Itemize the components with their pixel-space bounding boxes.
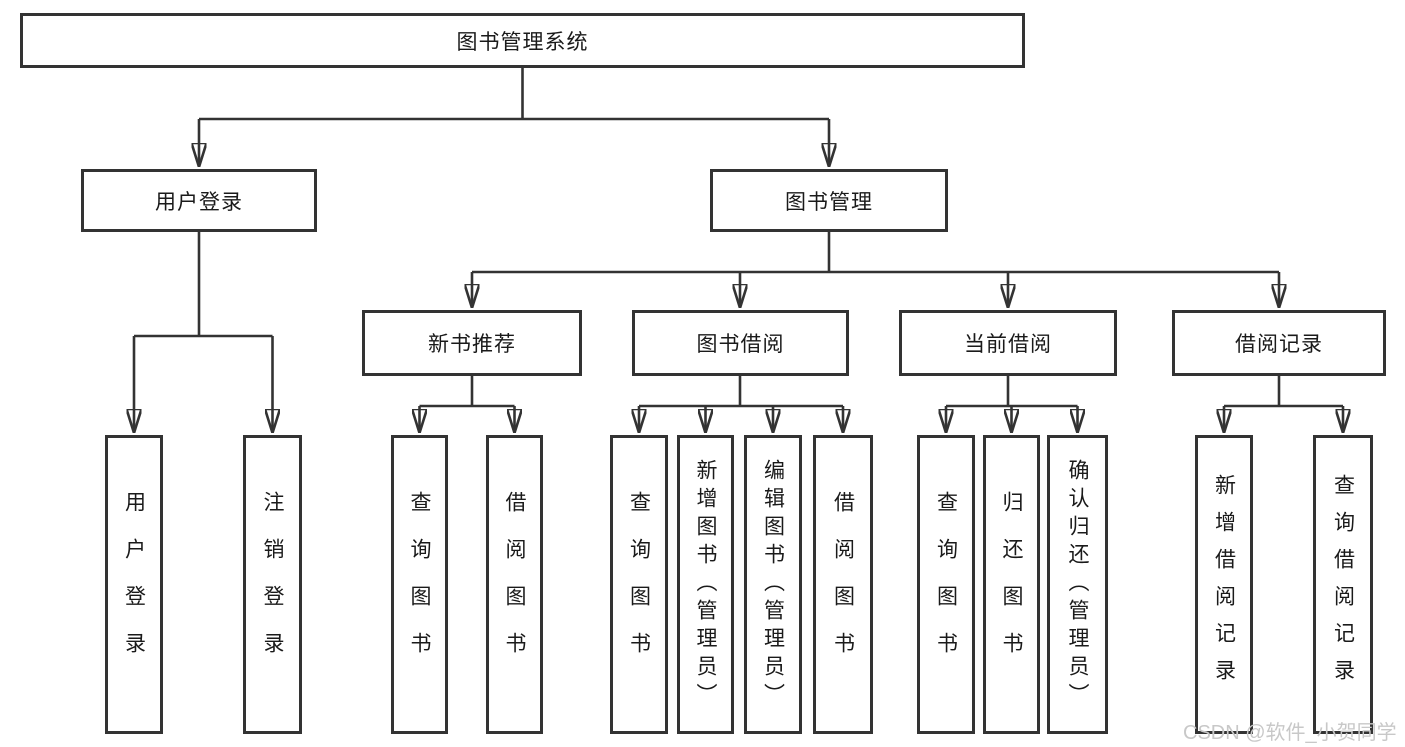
- leaf-label: 新增图书（管理员）: [694, 458, 717, 711]
- leaf-query-books-current: 查询图书: [917, 435, 975, 734]
- leaf-return-books: 归还图书: [983, 435, 1040, 734]
- connector-book-mgmt-to-level3: [472, 232, 1279, 307]
- leaf-query-books-borrowing: 查询图书: [610, 435, 668, 734]
- leaf-edit-book-admin: 编辑图书（管理员）: [744, 435, 802, 734]
- leaf-logout-login: 注销登录: [243, 435, 302, 734]
- csdn-watermark: CSDN @软件_小贺同学: [1183, 722, 1397, 744]
- node-label: 图书借阅: [696, 333, 785, 356]
- node-borrowing-records: 借阅记录: [1172, 310, 1386, 376]
- node-current-borrowing: 当前借阅: [899, 310, 1117, 376]
- leaf-label: 确认归还（管理员）: [1066, 458, 1089, 711]
- connector-current-borrowing-children: [946, 376, 1078, 432]
- node-label: 图书管理系统: [456, 30, 589, 54]
- leaf-label: 查询图书: [934, 490, 958, 679]
- leaf-user-login: 用户登录: [105, 435, 163, 734]
- leaf-label: 用户登录: [122, 490, 146, 679]
- node-book-management: 图书管理: [710, 169, 948, 232]
- leaf-label: 查询借阅记录: [1331, 473, 1355, 696]
- node-library-management-system: 图书管理系统: [20, 13, 1025, 68]
- leaf-borrow-books-borrowing: 借阅图书: [813, 435, 873, 734]
- connector-borrowing-records-children: [1224, 376, 1343, 432]
- connector-user-login-children: [134, 232, 273, 432]
- leaf-label: 借阅图书: [503, 490, 526, 679]
- leaf-label: 查询图书: [627, 490, 651, 679]
- connector-book-borrowing-children: [639, 376, 843, 432]
- node-label: 借阅记录: [1235, 333, 1323, 356]
- node-label: 图书管理: [785, 190, 873, 214]
- leaf-query-books-recommend: 查询图书: [391, 435, 448, 734]
- leaf-add-book-admin: 新增图书（管理员）: [677, 435, 734, 734]
- connector-new-book-children: [420, 376, 515, 432]
- node-user-login: 用户登录: [81, 169, 317, 232]
- leaf-confirm-return-admin: 确认归还（管理员）: [1047, 435, 1108, 734]
- leaf-label: 编辑图书（管理员）: [761, 458, 785, 711]
- leaf-label: 注销登录: [261, 490, 284, 679]
- node-label: 用户登录: [155, 190, 243, 214]
- node-book-borrowing: 图书借阅: [632, 310, 849, 376]
- leaf-add-borrowing-record: 新增借阅记录: [1195, 435, 1253, 734]
- leaf-label: 借阅图书: [831, 490, 855, 679]
- leaf-label: 归还图书: [1000, 490, 1023, 679]
- node-new-book-recommendation: 新书推荐: [362, 310, 582, 376]
- leaf-label: 新增借阅记录: [1212, 473, 1236, 696]
- node-label: 当前借阅: [964, 333, 1052, 356]
- node-label: 新书推荐: [428, 333, 516, 356]
- leaf-borrow-books-recommend: 借阅图书: [486, 435, 543, 734]
- connector-root-to-level2: [199, 68, 829, 166]
- leaf-query-borrowing-record: 查询借阅记录: [1313, 435, 1373, 734]
- leaf-label: 查询图书: [408, 490, 431, 679]
